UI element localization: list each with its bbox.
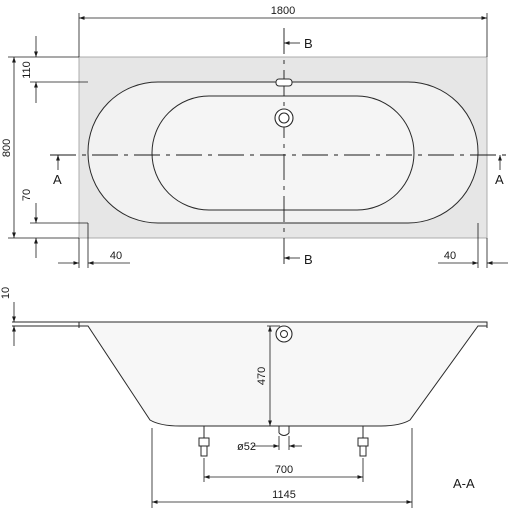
svg-text:A: A <box>495 172 504 187</box>
overall-length-label: 1800 <box>271 5 295 17</box>
overflow-icon <box>275 78 293 87</box>
left-offset-label: 40 <box>110 250 122 262</box>
drain-icon <box>274 108 294 128</box>
section-marker-a-right: A <box>495 155 504 187</box>
bottom-length-label: 1145 <box>272 489 296 501</box>
tub-section-profile <box>78 321 488 427</box>
drain-diameter-label: ø52 <box>237 441 256 453</box>
overall-width-label: 800 <box>1 139 13 157</box>
right-foot-icon <box>357 426 369 457</box>
depth-label: 470 <box>256 367 268 385</box>
top-rim-width-label: 110 <box>21 61 33 79</box>
section-title-label: A-A <box>453 476 475 491</box>
svg-text:B: B <box>304 36 313 51</box>
svg-text:B: B <box>304 252 313 267</box>
section-view: 10 470 ø52 <box>0 287 488 508</box>
rim-thickness-label: 10 <box>0 287 12 299</box>
feet-spacing-label: 700 <box>275 464 293 476</box>
overflow-section-icon <box>275 325 293 343</box>
drain-pipe-icon <box>278 426 290 436</box>
section-marker-b-bottom: B <box>284 252 313 267</box>
left-foot-icon <box>198 426 210 457</box>
basin-bottom-edge <box>151 95 415 211</box>
plan-view: 1800 800 110 70 40 40 B <box>1 5 508 268</box>
bottom-rim-width-label: 70 <box>21 189 33 201</box>
section-marker-b-top: B <box>284 36 313 51</box>
section-marker-a-left: A <box>53 155 62 187</box>
svg-text:A: A <box>53 172 62 187</box>
right-offset-label: 40 <box>444 250 456 262</box>
